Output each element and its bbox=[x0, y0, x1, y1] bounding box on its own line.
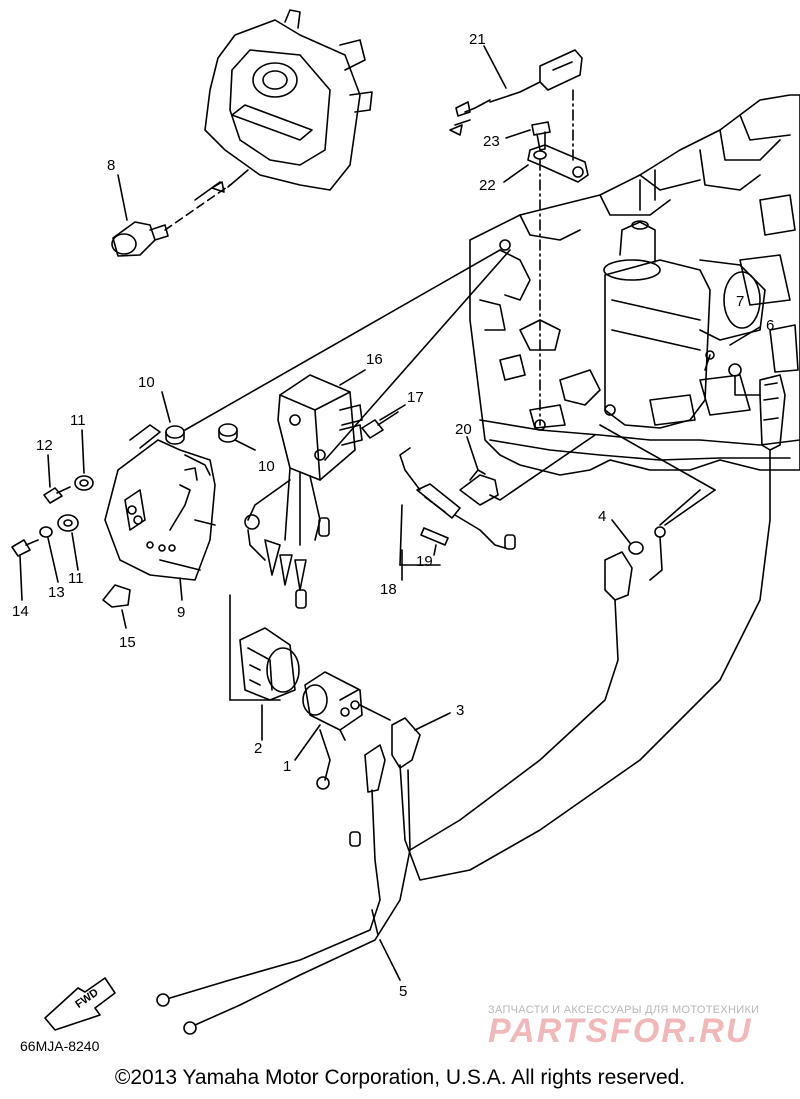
callout-18: 18 bbox=[380, 581, 397, 598]
cover-plate bbox=[204, 9, 373, 191]
watermark-logo: PARTSFOR.RU bbox=[488, 1012, 753, 1050]
starter-relay-1 bbox=[294, 671, 391, 790]
copyright-notice: ©2013 Yamaha Motor Corporation, U.S.A. A… bbox=[114, 1066, 686, 1089]
bracket-9 bbox=[104, 424, 281, 701]
callout-11-a: 11 bbox=[70, 412, 86, 429]
callout-10-b: 10 bbox=[258, 458, 275, 475]
callout-17: 17 bbox=[407, 389, 424, 406]
callout-12: 12 bbox=[36, 437, 53, 454]
bolt-14 bbox=[11, 539, 39, 601]
rectifier-16 bbox=[244, 249, 511, 609]
relay-2 bbox=[239, 627, 300, 741]
callout-5: 5 bbox=[399, 983, 407, 1000]
callout-10-a: 10 bbox=[138, 374, 155, 391]
bolt-23 bbox=[505, 121, 551, 151]
clip-15 bbox=[102, 584, 131, 629]
callout-1: 1 bbox=[283, 758, 291, 775]
grommet-10-a bbox=[161, 249, 501, 445]
collar-11-b bbox=[57, 514, 79, 571]
fuse-holder-20 bbox=[459, 434, 596, 506]
switch-8 bbox=[111, 169, 249, 257]
engine-block bbox=[469, 94, 800, 476]
fwd-arrow bbox=[44, 977, 116, 1031]
callout-19: 19 bbox=[416, 553, 433, 570]
callout-7: 7 bbox=[736, 293, 744, 310]
battery-cable-5 bbox=[156, 744, 411, 1035]
callout-3: 3 bbox=[456, 702, 464, 719]
fuse-19 bbox=[420, 527, 449, 556]
collar-11-a bbox=[74, 429, 94, 491]
callout-20: 20 bbox=[455, 421, 472, 438]
bracket-22 bbox=[503, 89, 589, 426]
diagram-code: 66MJA-8240 bbox=[20, 1038, 100, 1054]
callout-4: 4 bbox=[598, 508, 606, 525]
callout-23: 23 bbox=[483, 133, 500, 150]
fuse-18 bbox=[399, 447, 516, 581]
callout-21: 21 bbox=[469, 31, 486, 48]
callout-11-b: 11 bbox=[68, 570, 84, 587]
callout-22: 22 bbox=[479, 177, 496, 194]
callout-9: 9 bbox=[177, 604, 185, 621]
callout-2: 2 bbox=[254, 740, 262, 757]
callout-14: 14 bbox=[12, 603, 29, 620]
callout-16: 16 bbox=[366, 351, 383, 368]
bolt-12 bbox=[43, 454, 71, 504]
cable-4-6 bbox=[409, 326, 761, 851]
washer-13 bbox=[39, 526, 59, 583]
bolt-17 bbox=[361, 404, 406, 439]
callout-6: 6 bbox=[766, 317, 774, 334]
callout-8: 8 bbox=[107, 157, 115, 174]
callout-15: 15 bbox=[119, 634, 136, 651]
sensor-21 bbox=[449, 45, 583, 136]
grommet-10-b bbox=[218, 423, 256, 451]
callout-13: 13 bbox=[48, 584, 65, 601]
watermark-tagline: ЗАПЧАСТИ И АКСЕССУАРЫ ДЛЯ МОТОТЕХНИКИ bbox=[488, 1004, 760, 1016]
cable-3 bbox=[391, 449, 771, 881]
